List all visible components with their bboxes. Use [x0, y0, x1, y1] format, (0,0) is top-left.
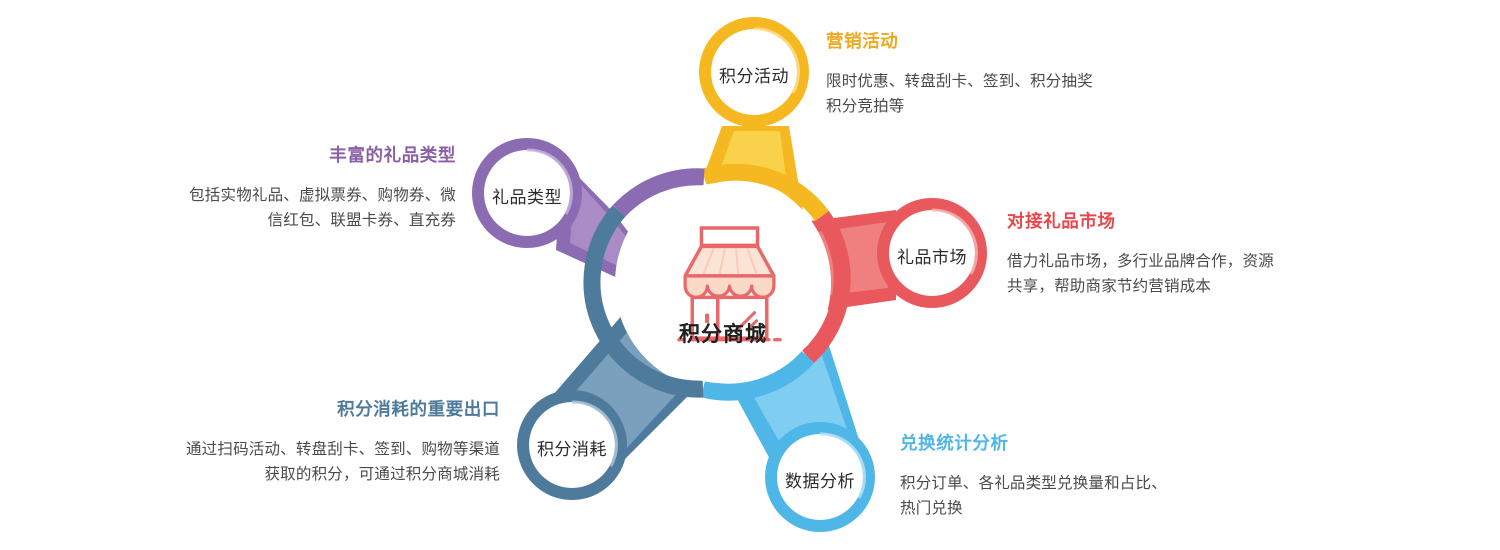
- description-body-marketing: 限时优惠、转盘刮卡、签到、积分抽奖 积分竞拍等: [826, 72, 1093, 115]
- storefront-icon: [677, 226, 782, 342]
- hub-title: 积分商城: [679, 323, 767, 346]
- description-title-analytics: 兑换统计分析: [900, 433, 1009, 453]
- description-gift-market: 对接礼品市场 借力礼品市场，多行业品牌合作，资源 共享，帮助商家节约营销成本: [1007, 208, 1427, 314]
- node-circle-marketing[interactable]: [699, 17, 809, 127]
- description-title-marketing: 营销活动: [826, 31, 899, 51]
- description-body-analytics: 积分订单、各礼品类型兑换量和占比、 热门兑换: [900, 474, 1167, 517]
- description-title-gift-type: 丰富的礼品类型: [329, 145, 456, 165]
- description-analytics: 兑换统计分析 积分订单、各礼品类型兑换量和占比、 热门兑换: [900, 430, 1320, 536]
- description-gift-type: 丰富的礼品类型 包括实物礼品、虚拟票券、购物券、微 信红包、联盟卡券、直充券: [118, 142, 456, 248]
- node-circle-points-consume[interactable]: [517, 390, 627, 500]
- description-title-points-consume: 积分消耗的重要出口: [337, 399, 500, 419]
- description-body-points-consume: 通过扫码活动、转盘刮卡、签到、购物等渠道 获取的积分，可通过积分商城消耗: [185, 440, 500, 483]
- description-body-gift-market: 借力礼品市场，多行业品牌合作，资源 共享，帮助商家节约营销成本: [1007, 252, 1274, 295]
- node-circle-analytics[interactable]: [765, 422, 875, 532]
- description-title-gift-market: 对接礼品市场: [1007, 211, 1116, 231]
- description-body-gift-type: 包括实物礼品、虚拟票券、购物券、微 信红包、联盟卡券、直充券: [189, 186, 456, 229]
- node-circle-gift-market[interactable]: [877, 198, 987, 308]
- description-marketing: 营销活动 限时优惠、转盘刮卡、签到、积分抽奖 积分竞拍等: [826, 28, 1246, 134]
- node-circle-gift-type[interactable]: [472, 138, 582, 248]
- description-points-consume: 积分消耗的重要出口 通过扫码活动、转盘刮卡、签到、购物等渠道 获取的积分，可通过…: [100, 396, 500, 502]
